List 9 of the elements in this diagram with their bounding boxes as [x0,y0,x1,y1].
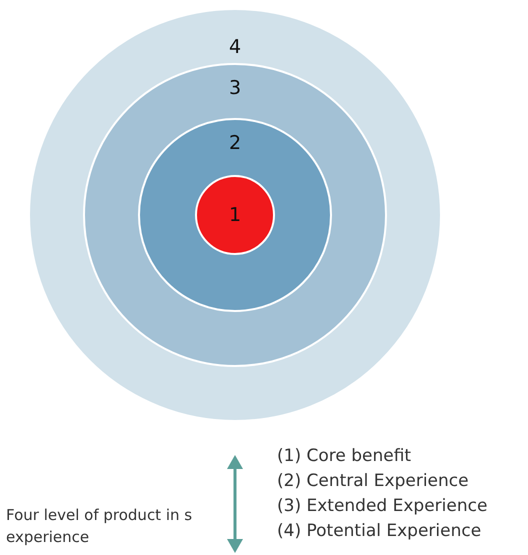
level-number: 3 [228,77,242,99]
level-number: 2 [228,132,242,154]
level-number: 1 [228,204,242,226]
legend-text: (3) Extended Experience [277,495,488,518]
legend-text: (2) Central Experience [277,470,469,493]
caption-text: Four level of product in s experience [6,505,194,548]
legend-text: (4) Potential Experience [277,520,482,543]
legend-text: (1) Core benefit [277,445,412,468]
level-number: 4 [228,36,242,58]
